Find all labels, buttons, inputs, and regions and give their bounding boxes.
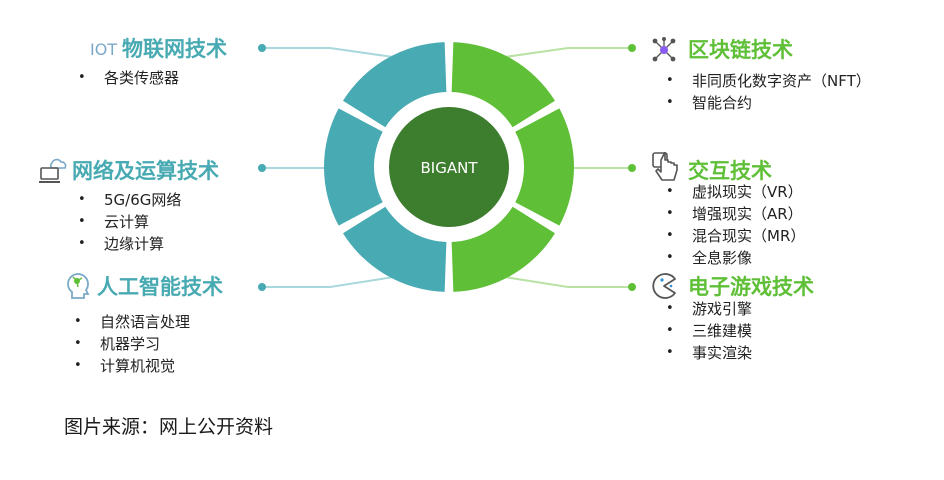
segment-iot [342, 42, 447, 128]
section-title-gaming: 电子游戏技术 [688, 275, 814, 299]
pacman-icon [652, 273, 676, 299]
list-item: 游戏引擎 [666, 298, 752, 320]
list-blockchain: 非同质化数字资产（NFT） 智能合约 [666, 70, 871, 114]
image-source-caption: 图片来源：网上公开资料 [64, 416, 274, 438]
list-network: 5G/6G网络 云计算 边缘计算 [78, 189, 181, 255]
connector-ai [262, 275, 401, 288]
ai-head-icon [67, 273, 90, 299]
connector-gaming [497, 275, 632, 288]
list-item: 5G/6G网络 [78, 189, 181, 211]
ring-segments [324, 42, 574, 292]
center-circle [389, 107, 509, 227]
list-iot: 各类传感器 [78, 67, 179, 89]
connector-iot-dot [258, 44, 266, 52]
section-title-iot: 物联网技术 [122, 37, 227, 61]
connector-blockchain [497, 47, 632, 59]
section-title-blockchain: 区块链技术 [688, 38, 793, 62]
segment-interaction [515, 108, 574, 226]
connector-blockchain-dot [628, 44, 636, 52]
list-gaming: 游戏引擎 三维建模 事实渲染 [666, 298, 752, 364]
list-item: 事实渲染 [666, 342, 752, 364]
list-item: 三维建模 [666, 320, 752, 342]
list-item: 虚拟现实（VR） [666, 181, 805, 203]
connector-iot [262, 47, 401, 59]
list-item: 自然语言处理 [74, 311, 190, 333]
segment-ai [342, 206, 447, 292]
section-title-interaction: 交互技术 [688, 159, 772, 183]
cloud-computer-icon [39, 158, 67, 183]
segment-network [324, 108, 383, 226]
section-title-network: 网络及运算技术 [72, 159, 219, 183]
segment-gaming [451, 206, 556, 292]
list-item: 非同质化数字资产（NFT） [666, 70, 871, 92]
list-item: 计算机视觉 [74, 355, 190, 377]
iot-icon-text: IOT [90, 40, 117, 59]
list-item: 混合现实（MR） [666, 225, 805, 247]
list-ai: 自然语言处理 机器学习 计算机视觉 [74, 311, 190, 377]
iot-icon: IOT [90, 40, 117, 59]
section-title-ai: 人工智能技术 [97, 275, 223, 299]
list-item: 智能合约 [666, 92, 871, 114]
connector-interaction-dot [628, 164, 636, 172]
center-label: BIGANT [421, 159, 479, 177]
network-nodes-icon [652, 37, 676, 62]
list-item: 边缘计算 [78, 233, 181, 255]
list-item: 机器学习 [74, 333, 190, 355]
connector-ai-dot [258, 283, 266, 291]
connector-lines [258, 44, 636, 291]
list-item: 全息影像 [666, 247, 805, 269]
list-item: 各类传感器 [78, 67, 179, 89]
list-interaction: 虚拟现实（VR） 增强现实（AR） 混合现实（MR） 全息影像 [666, 181, 805, 269]
segment-blockchain [451, 42, 556, 128]
list-item: 云计算 [78, 211, 181, 233]
touch-hand-icon [652, 152, 678, 181]
list-item: 增强现实（AR） [666, 203, 805, 225]
connector-gaming-dot [628, 283, 636, 291]
connector-network-dot [258, 164, 266, 172]
